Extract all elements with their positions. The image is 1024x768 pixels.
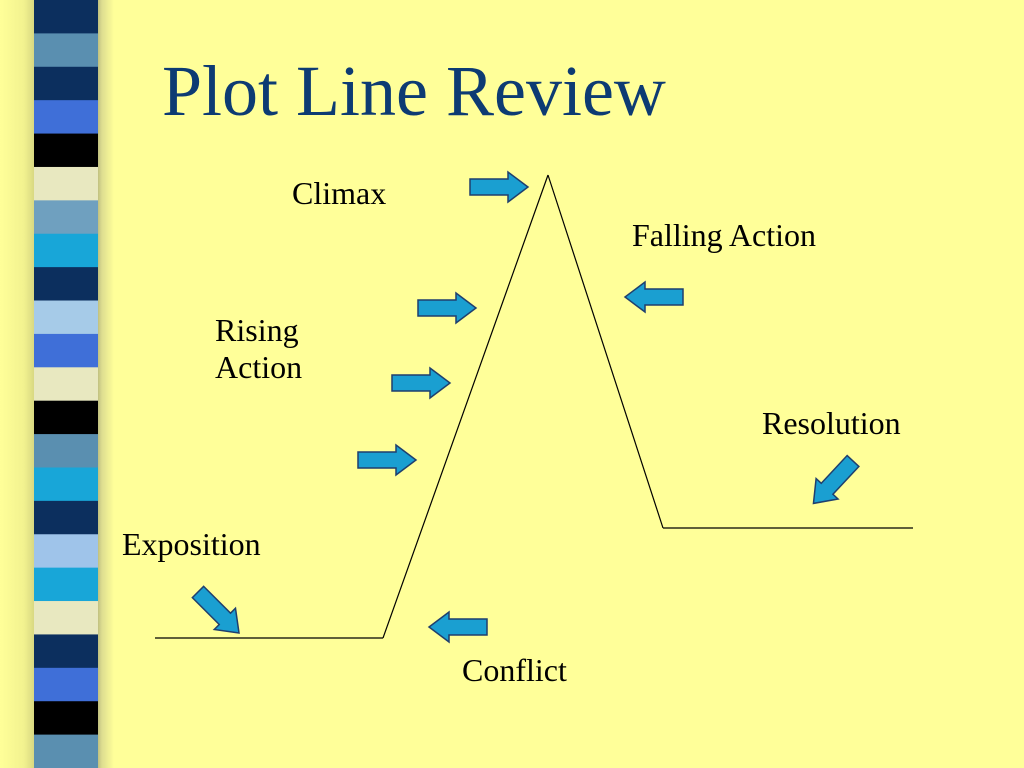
stripe-block xyxy=(34,133,98,168)
falling-action-line xyxy=(547,174,664,529)
rising-action-label-line1: Rising xyxy=(215,312,299,348)
stripe-block xyxy=(34,567,98,602)
slide-title: Plot Line Review xyxy=(162,51,666,131)
stripe-block xyxy=(34,233,98,268)
climax-label: Climax xyxy=(292,175,387,211)
stripe-block xyxy=(34,33,98,68)
stripe-block xyxy=(34,601,98,636)
exposition-label: Exposition xyxy=(122,526,261,562)
resolution-label: Resolution xyxy=(762,405,901,441)
falling-action-label: Falling Action xyxy=(632,217,816,253)
rising-action-line xyxy=(382,174,549,639)
stripe-block xyxy=(34,701,98,736)
stripe-block xyxy=(34,200,98,235)
rising-action-arrow-icon-top xyxy=(417,291,478,325)
stripe-block xyxy=(34,500,98,535)
stripe-block xyxy=(34,0,98,34)
stripe-block xyxy=(34,367,98,402)
stripe-block xyxy=(34,66,98,101)
conflict-arrow-icon xyxy=(427,610,488,644)
stripe-block xyxy=(34,300,98,335)
stripe-block xyxy=(34,166,98,201)
climax-arrow-icon xyxy=(469,170,530,204)
rising-action-arrow-icon-bottom xyxy=(357,443,418,477)
stripe-block xyxy=(34,734,98,768)
rising-action-arrow-icon-middle xyxy=(391,366,452,400)
stripe-block xyxy=(34,333,98,368)
stripe-block xyxy=(34,467,98,502)
resolution-arrow-icon xyxy=(812,454,860,505)
stripe-block xyxy=(34,534,98,569)
stripe-block xyxy=(34,667,98,702)
stripe-block xyxy=(34,267,98,302)
exposition-arrow-icon xyxy=(191,585,240,634)
stripe-left-shade xyxy=(0,0,40,768)
stripe-block xyxy=(34,100,98,135)
decorative-stripe xyxy=(34,0,98,768)
stripe-block xyxy=(34,434,98,469)
stripe-block xyxy=(34,634,98,669)
rising-action-label-line2: Action xyxy=(215,348,303,385)
falling-action-arrow-icon xyxy=(623,280,684,314)
stripe-block xyxy=(34,400,98,435)
conflict-label: Conflict xyxy=(462,652,567,688)
rising-action-label: Rising Action xyxy=(215,312,302,386)
